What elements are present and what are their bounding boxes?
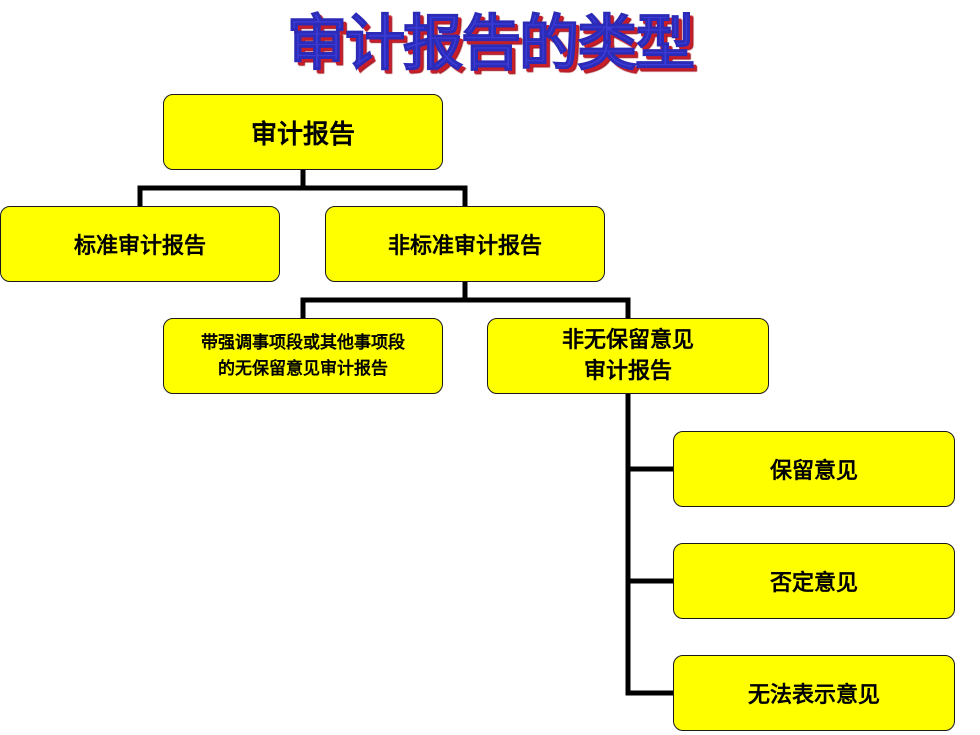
node-audit-report: 审计报告: [163, 94, 443, 170]
node-standard-audit-report: 标准审计报告: [0, 206, 280, 282]
node-disclaimer-of-opinion: 无法表示意见: [673, 655, 955, 731]
node-nonstandard-audit-report: 非标准审计报告: [325, 206, 605, 282]
node-emphasis-of-matter-report: 带强调事项段或其他事项段 的无保留意见审计报告: [163, 318, 443, 394]
page-title: 审计报告的类型: [287, 9, 696, 80]
node-adverse-opinion: 否定意见: [673, 543, 955, 619]
node-modified-opinion-report: 非无保留意见 审计报告: [487, 318, 769, 394]
node-qualified-opinion: 保留意见: [673, 431, 955, 507]
